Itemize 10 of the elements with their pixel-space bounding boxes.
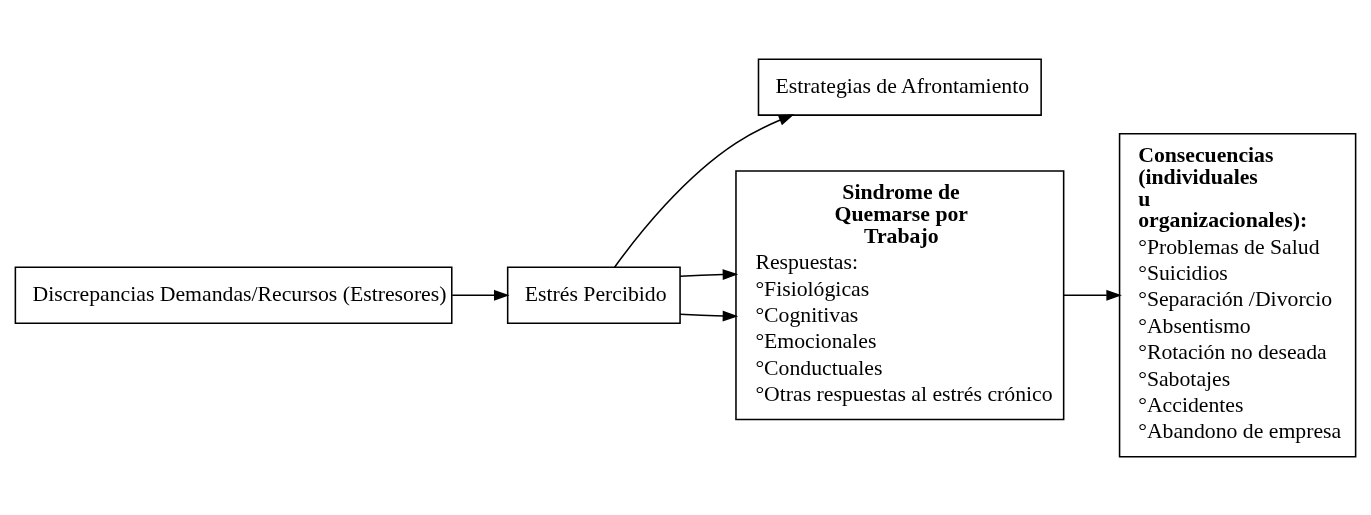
arrow <box>613 113 795 268</box>
node-box: Consecuencias (individuales u organizacionales): °Problemas de Salud °Suicidios °Separación /Divorcio °Absentismo °Rotación no deseada °Sabotajes °Accidentes °Abandono de empresa <box>1118 132 1357 458</box>
node-box: Sindrome de Quemarse por Trabajo Respuestas: °Fisiológicas °Cognitivas °Emocionales °Conductuales °Otras respuestas al estrés crónico <box>735 169 1065 420</box>
arrow <box>679 310 739 321</box>
node-box: Discrepancias Demandas/Recursos (Estresores) <box>14 266 453 324</box>
node-box: Estrategias de Afrontamiento <box>757 57 1042 116</box>
arrow <box>679 268 739 280</box>
arrow <box>1063 289 1122 301</box>
node-box: Estrés Percibido <box>506 266 681 324</box>
arrow <box>451 289 510 301</box>
